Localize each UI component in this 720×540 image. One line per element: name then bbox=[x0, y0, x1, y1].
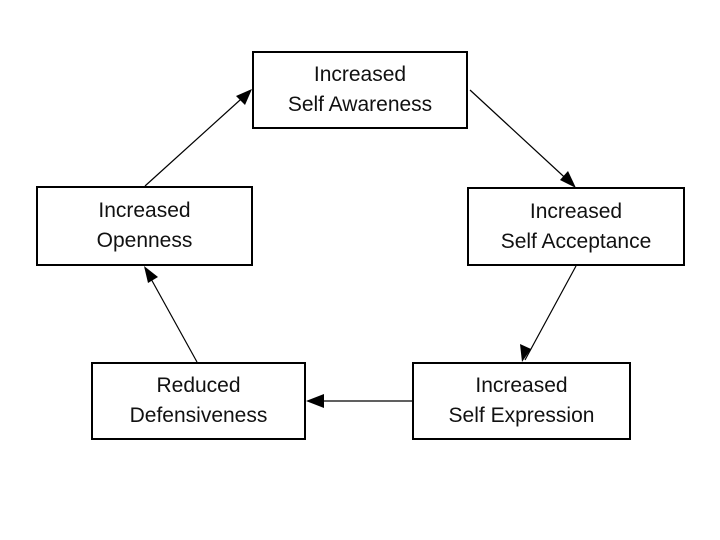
arrow-acceptance-to-expression bbox=[524, 265, 577, 361]
node-self-expression-line2: Self Expression bbox=[448, 404, 595, 427]
arrowhead-expression-to-defense bbox=[306, 394, 324, 408]
node-self-awareness-line1: Increased bbox=[313, 63, 407, 86]
node-reduced-defensiveness: Reduced Defensiveness bbox=[91, 362, 306, 440]
node-increased-openness-line2: Openness bbox=[96, 229, 193, 252]
arrow-openness-to-awareness bbox=[144, 90, 251, 187]
node-self-acceptance-line1: Increased bbox=[529, 199, 623, 223]
node-self-awareness: Increased Self Awareness bbox=[252, 51, 468, 129]
arrow-defense-to-openness bbox=[144, 267, 198, 363]
node-increased-openness: Increased Openness bbox=[36, 186, 253, 266]
node-increased-openness-line1: Increased bbox=[98, 199, 191, 222]
arrowhead-acceptance-to-expression bbox=[520, 344, 531, 362]
arrow-awareness-to-acceptance bbox=[469, 89, 575, 187]
arrowhead-openness-to-awareness bbox=[236, 89, 252, 105]
arrowhead-defense-to-openness bbox=[144, 266, 158, 283]
node-reduced-defensiveness-line1: Reduced bbox=[156, 374, 241, 397]
node-self-awareness-line2: Self Awareness bbox=[287, 93, 433, 116]
node-self-expression-line1: Increased bbox=[475, 374, 568, 397]
arrowhead-awareness-to-acceptance bbox=[560, 171, 576, 188]
node-reduced-defensiveness-line2: Defensiveness bbox=[129, 404, 268, 427]
node-self-expression: Increased Self Expression bbox=[412, 362, 631, 440]
node-self-acceptance-line2: Self Acceptance bbox=[500, 229, 652, 253]
node-self-acceptance: Increased Self Acceptance bbox=[467, 187, 685, 266]
